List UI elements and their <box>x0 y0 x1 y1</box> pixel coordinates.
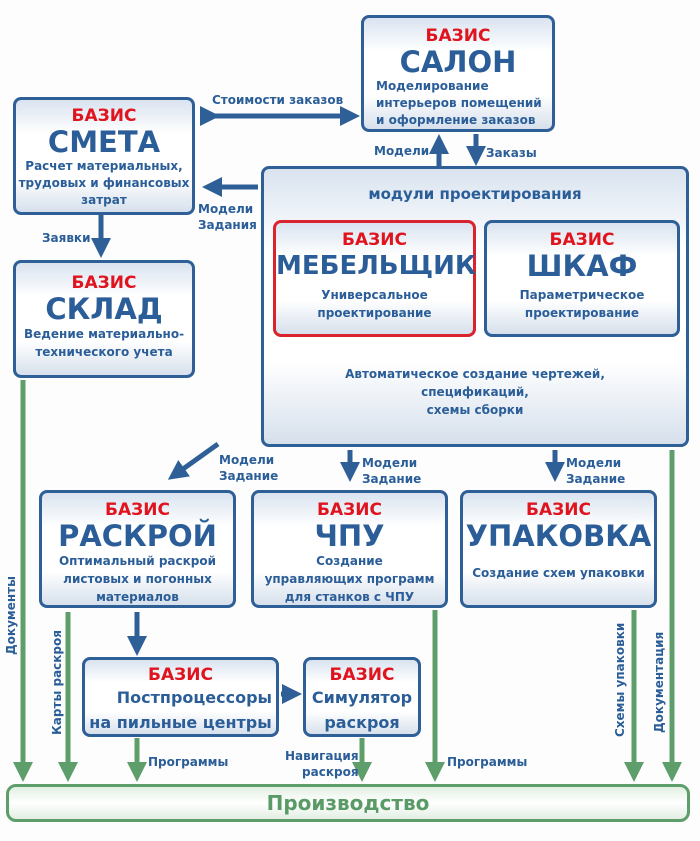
mebelshchik-desc: Универсальное проектирование <box>276 286 473 322</box>
chpu-desc-line: управляющих программ <box>264 572 435 586</box>
label-line: Модели <box>362 456 418 470</box>
label-models-task-upakovka: Модели Задание <box>566 455 625 487</box>
label-models-task-raskroy: Модели Задание <box>219 452 278 484</box>
sklad-title: СКЛАД <box>45 292 163 326</box>
label-line: Навигация <box>285 749 359 763</box>
box-production: Производство <box>6 784 690 822</box>
modules-footer-line: Автоматическое создание чертежей, <box>345 367 605 381</box>
label-models-tasks-smeta: Модели Задания <box>198 201 257 233</box>
salon-desc-line: интерьеров помещений <box>376 96 542 110</box>
label-documents: Документы <box>4 576 18 655</box>
upakovka-brand: БАЗИС <box>526 500 591 520</box>
label-line: Модели <box>566 456 622 470</box>
box-design-modules: модули проектирования БАЗИС МЕБЕЛЬЩИК Ун… <box>261 166 689 447</box>
postproc-brand: БАЗИС <box>148 665 213 685</box>
shkaf-brand: БАЗИС <box>549 230 615 250</box>
label-cut-maps: Карты раскроя <box>50 630 64 735</box>
box-raskroy: БАЗИС РАСКРОЙ Оптимальный раскрой листов… <box>39 490 236 608</box>
smeta-title: СМЕТА <box>47 125 161 159</box>
label-models-task-chpu: Модели Задание <box>362 455 421 487</box>
box-mebelshchik: БАЗИС МЕБЕЛЬЩИК Универсальное проектиров… <box>273 220 476 337</box>
postproc-title-line: на пильные центры <box>89 713 272 732</box>
sklad-desc-line: Ведение материально- <box>23 327 185 341</box>
raskroy-desc-line: материалов <box>96 590 179 604</box>
label-order-costs: Стоимости заказов <box>212 93 344 107</box>
salon-desc-line: и оформление заказов <box>376 113 536 127</box>
sklad-desc-line: технического учета <box>35 345 173 359</box>
postproc-title-line: Постпроцессоры <box>116 688 272 707</box>
upakovka-desc: Создание схем упаковки <box>472 566 645 580</box>
smeta-desc-line: затрат <box>81 193 127 207</box>
label-line: Задание <box>566 472 626 486</box>
box-upakovka: БАЗИС УПАКОВКА Создание схем упаковки <box>460 490 657 608</box>
shkaf-title: ШКАФ <box>526 249 638 283</box>
smeta-desc: Расчет материальных, трудовых и финансов… <box>16 158 192 209</box>
raskroy-desc-line: Оптимальный раскрой <box>58 554 217 568</box>
modules-heading: модули проектирования <box>368 185 582 203</box>
box-simulator: БАЗИС Симулятор раскроя <box>303 657 421 737</box>
simulator-title-line: Симулятор <box>311 688 413 707</box>
box-shkaf: БАЗИС ШКАФ Параметрическое проектировани… <box>484 220 680 337</box>
box-salon: БАЗИС САЛОН Моделирование интерьеров пом… <box>361 15 555 132</box>
label-orders-down: Заказы <box>486 146 537 160</box>
shkaf-desc: Параметрическое проектирование <box>487 286 677 322</box>
label-models-up: Модели <box>374 144 430 158</box>
chpu-desc-line: для станков с ЧПУ <box>284 590 415 604</box>
label-line: Модели <box>219 453 275 467</box>
mebelshchik-desc-line: Универсальное <box>321 288 428 302</box>
raskroy-desc: Оптимальный раскрой листовых и погонных … <box>42 552 233 606</box>
upakovka-title: УПАКОВКА <box>465 519 652 553</box>
raskroy-desc-line: листовых и погонных <box>63 572 212 586</box>
postproc-title: Постпроцессоры на пильные центры <box>85 685 276 735</box>
modules-footer: Автоматическое создание чертежей, специф… <box>264 365 686 419</box>
sklad-brand: БАЗИС <box>71 273 137 293</box>
chpu-title: ЧПУ <box>314 519 385 553</box>
salon-brand: БАЗИС <box>425 26 491 46</box>
salon-desc: Моделирование интерьеров помещений и офо… <box>364 78 552 129</box>
raskroy-title: РАСКРОЙ <box>58 519 217 553</box>
label-line: Задание <box>219 469 279 483</box>
smeta-desc-line: трудовых и финансовых <box>18 176 190 190</box>
label-programs-post: Программы <box>148 755 229 769</box>
salon-desc-line: Моделирование <box>376 79 489 93</box>
label-documentation: Документация <box>652 631 666 733</box>
simulator-title-line: раскроя <box>324 713 400 732</box>
box-postprocessors: БАЗИС Постпроцессоры на пильные центры <box>82 657 279 737</box>
modules-footer-line: спецификаций, <box>421 385 529 399</box>
chpu-desc-line: Создание <box>316 554 383 568</box>
label-line: Задание <box>362 472 422 486</box>
modules-footer-line: схемы сборки <box>426 403 524 417</box>
chpu-desc: Создание управляющих программ для станко… <box>254 552 445 606</box>
box-chpu: БАЗИС ЧПУ Создание управляющих программ … <box>251 490 448 608</box>
shkaf-desc-line: проектирование <box>524 306 640 320</box>
chpu-brand: БАЗИС <box>317 500 382 520</box>
label-requests: Заявки <box>42 231 91 245</box>
label-line: Модели <box>198 202 254 216</box>
simulator-title: Симулятор раскроя <box>306 685 418 735</box>
label-programs-chpu: Программы <box>447 755 528 769</box>
raskroy-brand: БАЗИС <box>105 500 170 520</box>
label-cut-navigation: Навигация раскроя <box>285 748 359 780</box>
label-line: раскроя <box>302 765 359 779</box>
box-sklad: БАЗИС СКЛАД Ведение материально- техниче… <box>13 260 195 378</box>
mebelshchik-desc-line: проектирование <box>317 306 432 320</box>
mebelshchik-brand: БАЗИС <box>342 230 407 250</box>
smeta-desc-line: Расчет материальных, <box>25 159 183 173</box>
shkaf-desc-line: Параметрическое <box>519 288 645 302</box>
smeta-brand: БАЗИС <box>71 106 137 126</box>
box-smeta: БАЗИС СМЕТА Расчет материальных, трудовы… <box>13 97 195 215</box>
arrow-models-to-raskroy <box>167 441 220 480</box>
label-packing-schemes: Схемы упаковки <box>613 622 627 737</box>
mebelshchik-title: МЕБЕЛЬЩИК <box>276 251 477 281</box>
salon-title: САЛОН <box>399 45 517 79</box>
label-line: Задания <box>198 218 257 232</box>
sklad-desc: Ведение материально- технического учета <box>16 325 192 361</box>
simulator-brand: БАЗИС <box>329 665 395 685</box>
